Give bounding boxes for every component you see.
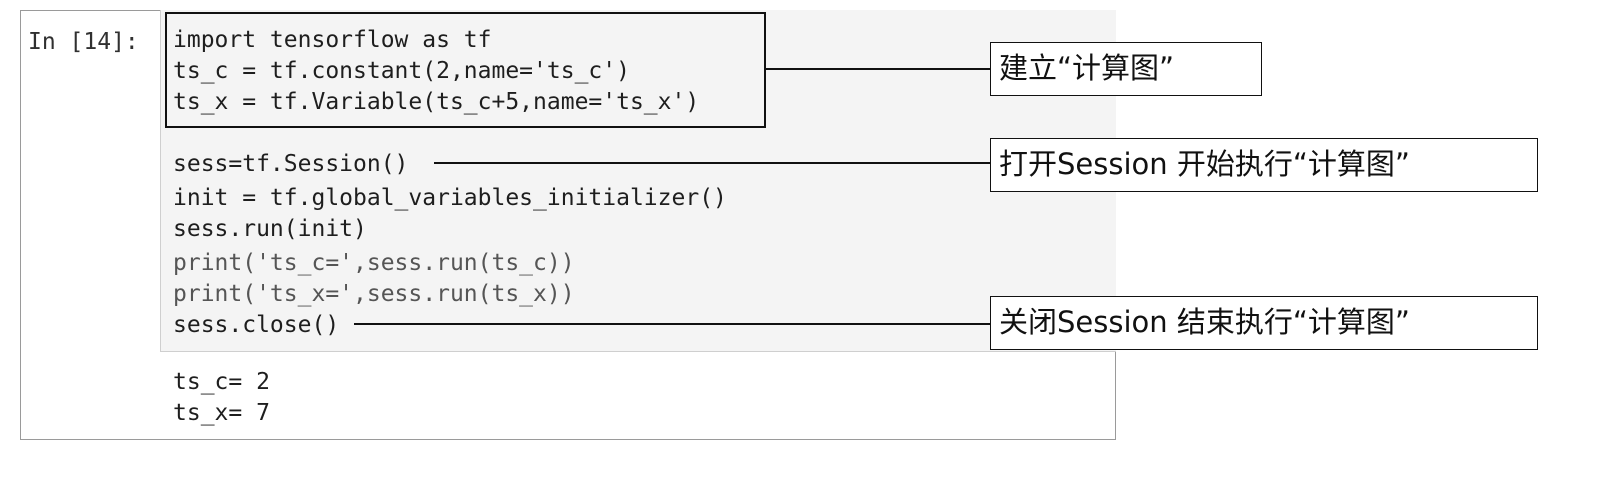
code-line-variable: ts_x = tf.Variable(ts_c+5,name='ts_x') (173, 89, 700, 115)
graph-definition-highlight (165, 12, 766, 128)
code-line-print-x: print('ts_x=',sess.run(ts_x)) (173, 281, 575, 307)
output-line-x: ts_x= 7 (173, 400, 270, 426)
callout-open-session: 打开Session 开始执行“计算图” (990, 138, 1538, 192)
code-line-init: init = tf.global_variables_initializer() (173, 185, 727, 211)
code-line-import: import tensorflow as tf (173, 27, 492, 53)
code-line-session: sess=tf.Session() (173, 151, 409, 177)
code-line-close: sess.close() (173, 312, 340, 338)
output-line-c: ts_c= 2 (173, 369, 270, 395)
code-line-run-init: sess.run(init) (173, 216, 367, 242)
code-input-area[interactable] (160, 10, 1116, 352)
cell-prompt: In [14]: (28, 29, 139, 55)
callout-build-graph: 建立“计算图” (990, 42, 1262, 96)
code-line-constant: ts_c = tf.constant(2,name='ts_c') (173, 58, 630, 84)
callout-close-session: 关闭Session 结束执行“计算图” (990, 296, 1538, 350)
leader-line-open-session (434, 162, 990, 164)
leader-line-build-graph (766, 68, 990, 70)
code-line-print-c: print('ts_c=',sess.run(ts_c)) (173, 250, 575, 276)
leader-line-close-session (354, 323, 990, 325)
